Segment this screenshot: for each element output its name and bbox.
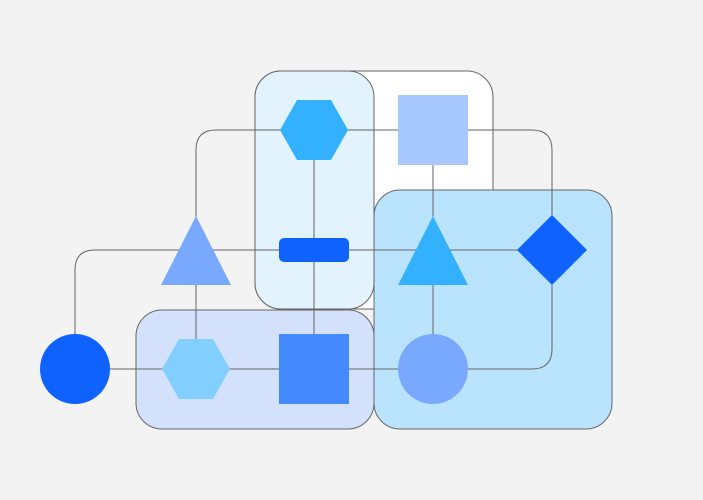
pill-center: [279, 238, 349, 262]
hexagon-bottom: [162, 339, 230, 399]
triangle-right: [398, 216, 468, 285]
node-layer: [40, 95, 587, 404]
circle-left: [40, 334, 110, 404]
connector-top-left-drop: [195, 129, 314, 250]
square-bottom: [279, 334, 349, 404]
connector-bottom-right: [433, 250, 553, 370]
square-top: [398, 95, 468, 165]
connector-middle-row: [74, 249, 552, 369]
diamond-right: [517, 215, 587, 285]
circle-bottom: [398, 334, 468, 404]
hexagon-top: [280, 100, 348, 160]
connector-top-row: [314, 129, 553, 250]
triangle-left: [161, 216, 231, 285]
